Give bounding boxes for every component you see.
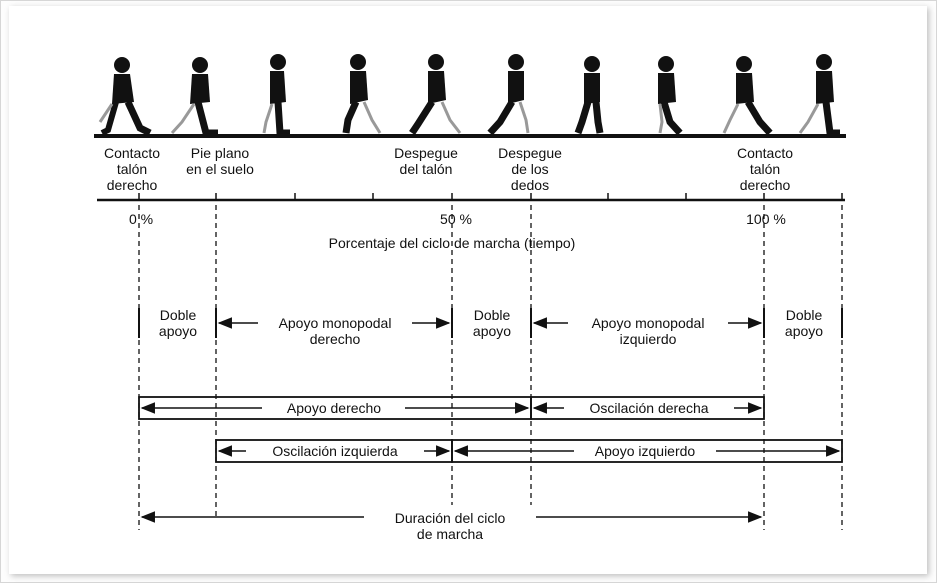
event-label-despegue-dedos: Despegue de los dedos	[498, 145, 562, 193]
diagram-panel	[9, 6, 927, 574]
bar-label-oscilacion-izquierda: Oscilación izquierda	[272, 443, 398, 459]
walker-figure-3	[262, 54, 290, 137]
bar-brackets	[138, 396, 843, 463]
bracket-oscilacion-derecha	[530, 396, 765, 420]
bar-arrows	[140, 402, 841, 457]
bracket-apoyo-izquierdo	[451, 439, 843, 463]
phase-label-doble-apoyo-3: Doble apoyo	[784, 307, 824, 339]
walker-figure-9	[722, 56, 773, 136]
phase-dividers	[138, 308, 843, 338]
walker-figure-10	[798, 54, 840, 137]
phase-label-apoyo-monopodal-derecho: Apoyo monopodal derecho	[278, 315, 392, 347]
walker-figure-4	[342, 54, 382, 134]
bar-label-apoyo-derecho: Apoyo derecho	[286, 400, 382, 416]
axis-title: Porcentaje del ciclo de marcha (tiempo)	[328, 235, 576, 251]
event-label-pie-plano: Pie plano en el suelo	[186, 145, 254, 177]
percent-label-50: 50 %	[440, 211, 472, 227]
phase-label-apoyo-monopodal-izquierdo: Apoyo monopodal izquierdo	[591, 315, 705, 347]
walker-figure-2	[170, 57, 218, 137]
cycle-duration-label: Duración del ciclo de marcha	[394, 510, 506, 542]
phase-label-doble-apoyo-1: Doble apoyo	[158, 307, 198, 339]
walker-figure-8	[658, 56, 683, 136]
event-guide-lines	[138, 205, 843, 530]
walker-figure-5	[409, 54, 462, 135]
bar-label-oscilacion-derecha: Oscilación derecha	[589, 400, 709, 416]
phase-label-doble-apoyo-2: Doble apoyo	[472, 307, 512, 339]
percent-label-0: 0 %	[128, 211, 154, 227]
event-label-contacto-talon-start: Contacto talón derecho	[103, 145, 161, 193]
percent-label-100: 100 %	[746, 211, 786, 227]
walker-figure-6	[487, 54, 530, 136]
walking-figures	[98, 54, 840, 137]
bar-label-apoyo-izquierdo: Apoyo izquierdo	[594, 443, 696, 459]
timeline-ticks	[138, 193, 843, 200]
walker-figure-7	[574, 56, 604, 135]
event-label-contacto-talon-end: Contacto talón derecho	[736, 145, 794, 193]
walker-figure-1	[98, 57, 152, 137]
event-label-despegue-talon: Despegue del talón	[394, 145, 458, 177]
